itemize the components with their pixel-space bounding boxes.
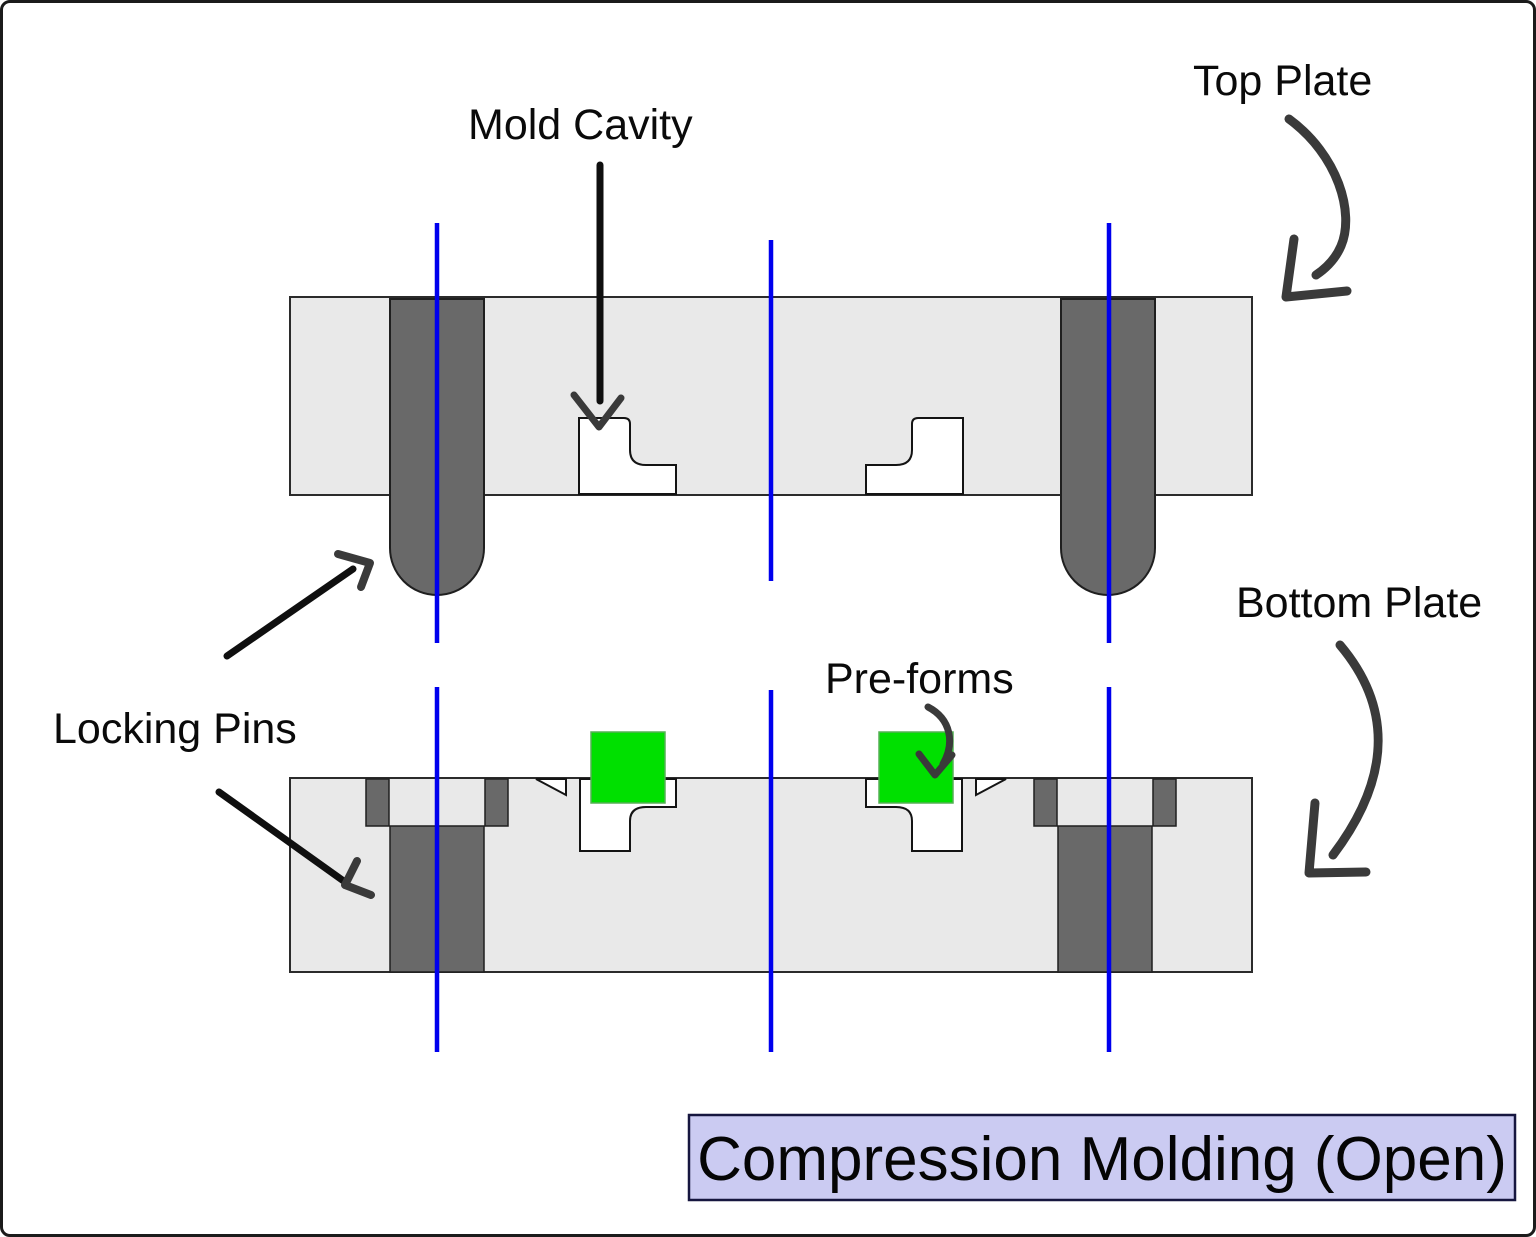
mold-cavity-top-right: [865, 417, 964, 495]
diagram-title: Compression Molding (Open): [697, 1125, 1507, 1194]
title-box: [687, 1113, 1517, 1202]
locking-pins-label: Locking Pins: [53, 705, 297, 753]
socket-counterbore-left-wall: [365, 778, 390, 827]
compression-molding-diagram: Mold Cavity Top Plate Bottom Plate Pre-f…: [53, 57, 1517, 1202]
mold-cavity-label: Mold Cavity: [468, 101, 693, 149]
top-plate-arrowhead: [1281, 234, 1352, 302]
locking-pins-arrow-lower-shaft: [215, 788, 349, 886]
locking-pins-arrow-upper-shaft: [223, 565, 357, 660]
mold-cavity-top-left: [578, 417, 677, 495]
preform-left: [590, 731, 666, 804]
bottom-plate-arrowhead: [1304, 798, 1371, 878]
socket-counterbore-right-wall: [484, 778, 509, 827]
preforms-label: Pre-forms: [825, 655, 1014, 703]
locking-pins-arrowhead-lower: [341, 857, 375, 899]
bottom-plate-label: Bottom Plate: [1236, 579, 1482, 627]
preforms-arrowhead: [915, 750, 956, 779]
socket-counterbore-right-wall: [1152, 778, 1177, 827]
chamfer-notch-left: [535, 778, 567, 797]
chamfer-notch-right: [975, 778, 1007, 797]
bottom-plate-arrow-curve: [1328, 640, 1383, 860]
locking-pins-arrowhead-upper: [334, 550, 374, 591]
centerlines: [434, 223, 1112, 1052]
mold-cavity-arrowhead: [570, 391, 625, 431]
top-plate-label: Top Plate: [1193, 57, 1372, 105]
top-plate-arrow-curve: [1284, 114, 1351, 280]
socket-bore: [1057, 825, 1153, 973]
pin-socket-right: [1033, 778, 1177, 973]
socket-counterbore-left-wall: [1033, 778, 1058, 827]
